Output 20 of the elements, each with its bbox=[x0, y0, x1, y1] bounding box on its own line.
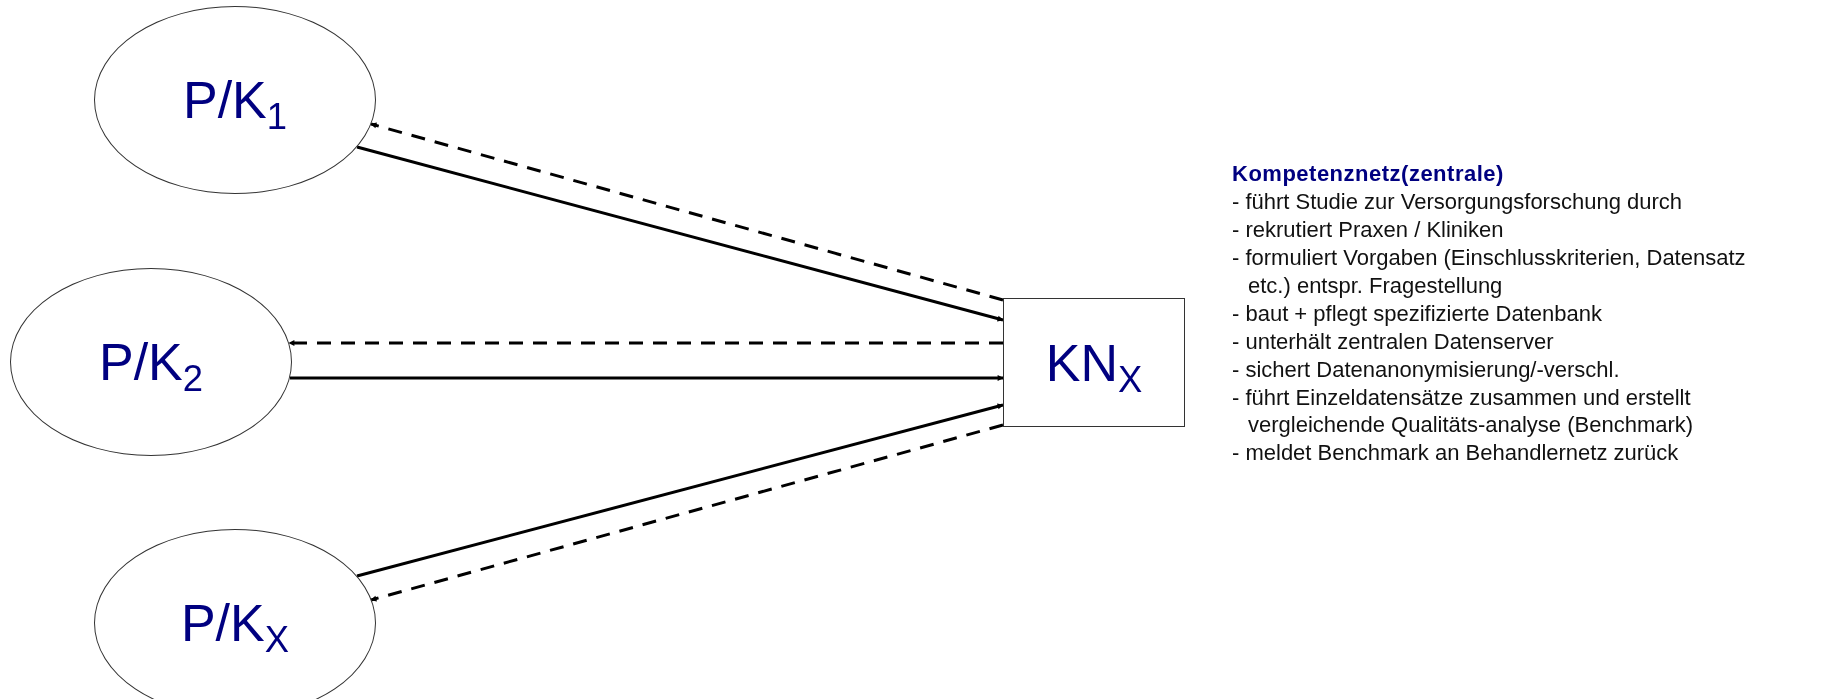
task-item: - führt Studie zur Versorgungsforschung durch bbox=[1232, 187, 1684, 216]
task-item: - führt Einzeldatensätze zusammen und erstellt vergleichende Qualitäts-analyse (Benchmark) bbox=[1232, 383, 1695, 440]
network-box bbox=[1003, 298, 1185, 427]
arrow bbox=[288, 340, 1003, 346]
arrow bbox=[370, 122, 1004, 302]
node-label: P/K$_{2}$ bbox=[98, 332, 204, 392]
node-label: P/K$_{X}$ bbox=[180, 593, 290, 653]
arrow bbox=[356, 145, 1004, 322]
node-label: P/K$_{1}$ bbox=[182, 70, 288, 130]
arrow bbox=[370, 423, 1004, 602]
arrow bbox=[356, 403, 1004, 578]
heading: Kompetenznetz(zentrale) bbox=[1232, 160, 1505, 188]
task-item: - formuliert Vorgaben (Einschlusskriterien, Datensatz etc.) entspr. Fragestellung bbox=[1232, 243, 1747, 300]
arrow bbox=[290, 375, 1004, 381]
task-item: - baut + pflegt spezifizierte Datenbank bbox=[1232, 299, 1603, 328]
task-item: - unterhält zentralen Datenserver bbox=[1232, 327, 1555, 356]
task-item: - sichert Datenanonymisierung/-verschl. bbox=[1232, 355, 1621, 384]
task-item: - rekrutiert Praxen / Kliniken bbox=[1232, 215, 1505, 244]
node-label: KN$_{X}$ bbox=[1045, 332, 1143, 393]
task-item: - meldet Benchmark an Behandlernetz zurück bbox=[1232, 439, 1680, 468]
